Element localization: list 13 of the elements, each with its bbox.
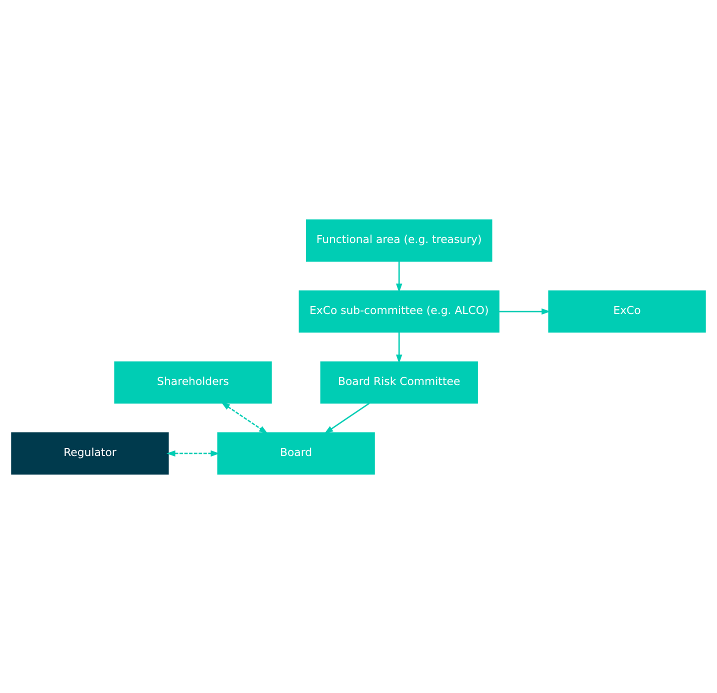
- node-box: Shareholders: [114, 360, 272, 404]
- node-box: ExCo sub-committee (e.g. ALCO): [298, 290, 500, 332]
- arrow: [396, 260, 402, 292]
- arrow: [166, 450, 220, 456]
- node-box: Board: [217, 432, 375, 474]
- arrow: [221, 402, 268, 434]
- arrow: [324, 402, 370, 434]
- arrow: [499, 308, 550, 314]
- node-box: Functional area (e.g. treasury): [306, 218, 492, 262]
- node-box: ExCo: [548, 290, 706, 332]
- node-box: Regulator: [11, 432, 169, 474]
- node-box: Board Risk Committee: [320, 360, 478, 404]
- arrow: [396, 332, 402, 364]
